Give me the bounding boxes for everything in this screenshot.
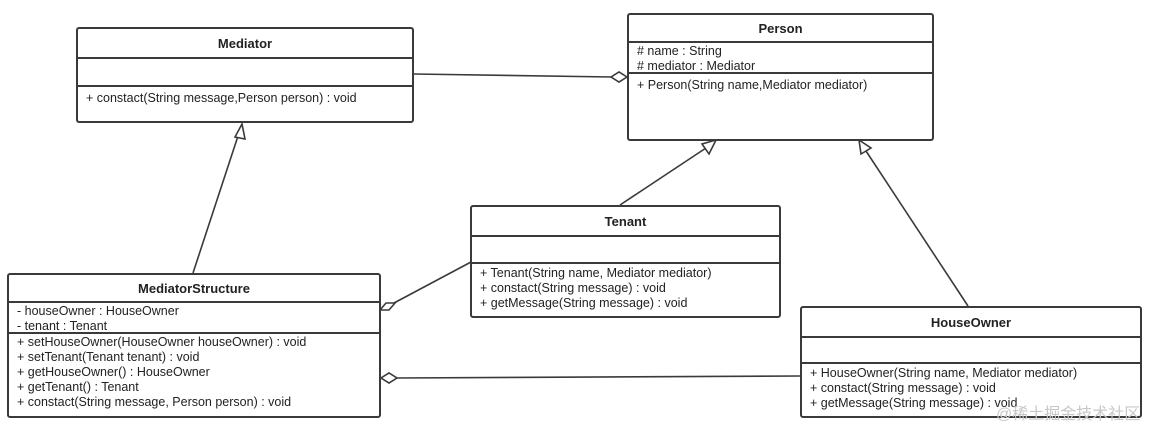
operation-compartment: + Person(String name,Mediator mediator): [629, 74, 932, 93]
class-house-owner[interactable]: HouseOwner + HouseOwner(String name, Med…: [800, 306, 1142, 418]
operation: + getHouseOwner() : HouseOwner: [17, 365, 210, 379]
class-person[interactable]: Person # name : String # mediator : Medi…: [627, 13, 934, 141]
attribute: - houseOwner : HouseOwner: [17, 304, 179, 318]
aggregation-line-houseowner-structure: [396, 375, 801, 379]
aggregation-line-tenant-structure: [393, 261, 472, 304]
operation-compartment: + constact(String message,Person person)…: [78, 87, 412, 106]
aggregation-diamond-structure-tenant: [378, 302, 397, 311]
operation: + getMessage(String message) : void: [480, 296, 688, 310]
operation: + getTenant() : Tenant: [17, 380, 139, 394]
generalization-arrowhead-person-houseowner: [857, 138, 873, 156]
operation-compartment: + HouseOwner(String name, Mediator media…: [802, 364, 1140, 411]
operation: + Person(String name,Mediator mediator): [637, 78, 868, 92]
attribute: - tenant : Tenant: [17, 319, 108, 333]
class-name: Mediator: [78, 29, 412, 59]
operation: + Tenant(String name, Mediator mediator): [480, 266, 712, 280]
operation: + setTenant(Tenant tenant) : void: [17, 350, 200, 364]
aggregation-diamond-person: [609, 71, 629, 83]
class-mediator[interactable]: Mediator + constact(String message,Perso…: [76, 27, 414, 123]
attribute: # name : String: [637, 44, 722, 58]
operation: + setHouseOwner(HouseOwner houseOwner) :…: [17, 335, 307, 349]
generalization-arrowhead-mediator: [233, 121, 247, 141]
class-name: Tenant: [472, 207, 779, 237]
attribute: # mediator : Mediator: [637, 59, 756, 73]
operation: + constact(String message, Person person…: [17, 395, 292, 409]
class-mediator-structure[interactable]: MediatorStructure - houseOwner : HouseOw…: [7, 273, 381, 418]
attribute-compartment: - houseOwner : HouseOwner - tenant : Ten…: [9, 303, 379, 334]
attribute-compartment: # name : String # mediator : Mediator: [629, 43, 932, 74]
attribute-compartment: [472, 237, 779, 264]
class-name: Person: [629, 15, 932, 43]
aggregation-diamond-structure-houseowner: [379, 372, 399, 384]
operation: + constact(String message) : void: [810, 381, 996, 395]
generalization-line-tenant-person: [619, 147, 707, 206]
class-tenant[interactable]: Tenant + Tenant(String name, Mediator me…: [470, 205, 781, 318]
class-name: HouseOwner: [802, 308, 1140, 338]
attribute-compartment: [802, 338, 1140, 364]
operation-compartment: + Tenant(String name, Mediator mediator)…: [472, 264, 779, 311]
generalization-line-houseowner-person: [865, 150, 969, 307]
operation: + constact(String message) : void: [480, 281, 666, 295]
generalization-line-structure-mediator: [192, 135, 239, 274]
operation: + HouseOwner(String name, Mediator media…: [810, 366, 1078, 380]
operation: + constact(String message,Person person)…: [86, 91, 357, 105]
operation: + getMessage(String message) : void: [810, 396, 1018, 410]
watermark: @稀土掘金技术社区: [996, 406, 1141, 423]
attribute-compartment: [78, 59, 412, 87]
class-name: MediatorStructure: [9, 275, 379, 303]
generalization-arrowhead-person-tenant: [700, 138, 718, 156]
aggregation-line-mediator-person: [413, 73, 613, 78]
operation-compartment: + setHouseOwner(HouseOwner houseOwner) :…: [9, 334, 379, 410]
